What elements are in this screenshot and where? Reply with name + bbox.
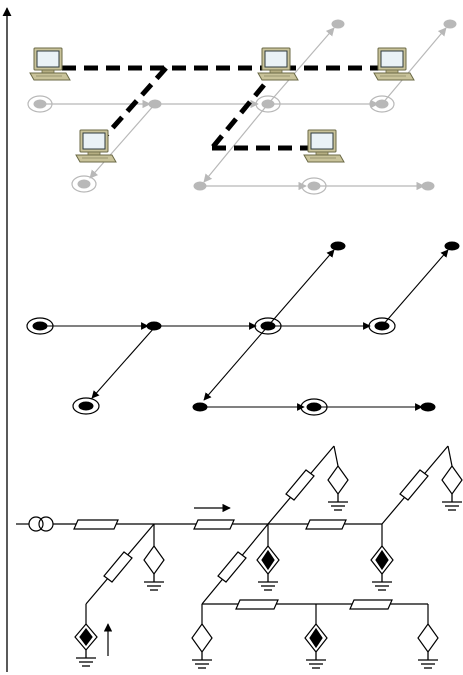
ground-icon bbox=[191, 651, 213, 669]
bus-node bbox=[444, 241, 460, 251]
transformer-icon bbox=[28, 516, 54, 532]
load-diamond-icon bbox=[441, 464, 463, 496]
load-diamond-icon bbox=[327, 464, 349, 496]
impedance-icon bbox=[193, 519, 235, 530]
impedance-icon bbox=[349, 599, 393, 610]
ground-icon bbox=[417, 651, 439, 669]
generator-diamond-icon bbox=[304, 623, 328, 653]
impedance-icon bbox=[285, 469, 315, 501]
bus-node bbox=[146, 321, 162, 331]
load-diamond-icon bbox=[143, 544, 165, 576]
bus-node bbox=[420, 402, 436, 412]
bus-node bbox=[192, 402, 208, 412]
impedance-icon bbox=[399, 469, 429, 501]
impedance-icon bbox=[73, 519, 119, 530]
ground-icon bbox=[257, 573, 279, 591]
impedance-icon bbox=[103, 551, 133, 583]
generator-node bbox=[254, 317, 282, 335]
faded-graph-edges bbox=[40, 27, 447, 191]
faded-graph-nodes bbox=[27, 19, 457, 195]
generator-diamond-icon bbox=[256, 545, 280, 575]
impedance-icon bbox=[217, 551, 247, 583]
generator-node bbox=[300, 398, 328, 416]
communication-links bbox=[62, 65, 382, 151]
generator-node bbox=[26, 317, 54, 335]
graph-nodes bbox=[26, 241, 460, 416]
graph-edges bbox=[40, 249, 449, 411]
computer-icon bbox=[373, 47, 415, 81]
computer-icon bbox=[257, 47, 299, 81]
power-grid-layer bbox=[16, 445, 463, 669]
computer-icon bbox=[75, 129, 117, 163]
generator-node bbox=[72, 397, 100, 415]
graph-layer bbox=[26, 241, 460, 416]
communication-layer bbox=[27, 19, 457, 195]
computer-icon bbox=[303, 129, 345, 163]
ground-icon bbox=[371, 573, 393, 591]
bus-node bbox=[330, 241, 346, 251]
computer-icon bbox=[29, 47, 71, 81]
ground-icon bbox=[305, 651, 327, 669]
load-diamond-icon bbox=[191, 622, 213, 654]
generator-diamond-icon bbox=[370, 545, 394, 575]
ground-icon bbox=[75, 649, 97, 667]
impedance-icon bbox=[305, 519, 347, 530]
generator-node bbox=[368, 317, 396, 335]
generator-diamond-icon bbox=[74, 623, 98, 651]
ground-icon bbox=[143, 573, 165, 591]
ground-icon bbox=[327, 493, 349, 511]
load-diamond-icon bbox=[417, 622, 439, 654]
ground-icon bbox=[441, 493, 463, 511]
impedance-icon bbox=[235, 599, 279, 610]
